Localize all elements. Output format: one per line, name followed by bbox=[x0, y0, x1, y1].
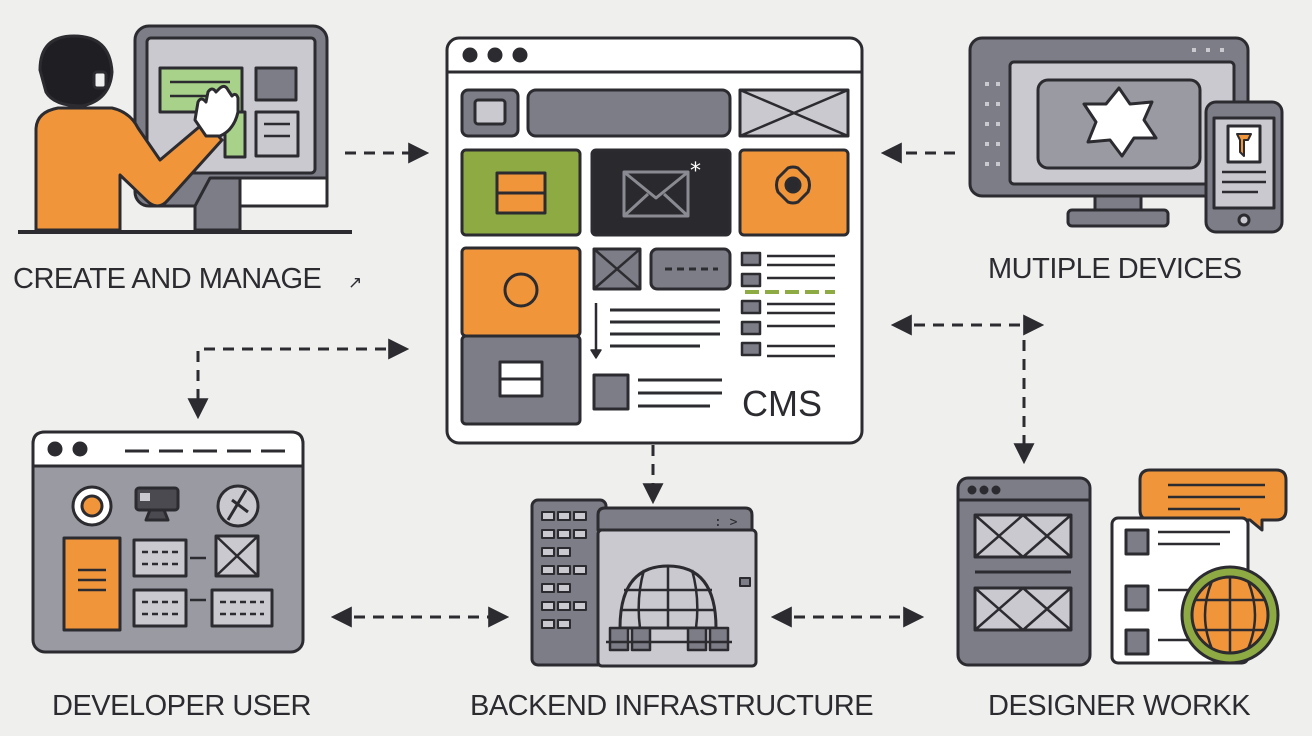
label-developer-user: DEVELOPER USER bbox=[52, 690, 311, 722]
server-globe-folder-icon: : > bbox=[530, 498, 758, 668]
cursor-glyph-icon: ↗ bbox=[348, 273, 362, 293]
cms-label: CMS bbox=[742, 383, 822, 424]
arrow-cms-developer bbox=[187, 338, 410, 420]
connectors bbox=[187, 142, 1045, 628]
cms-browser-window-icon: * bbox=[445, 36, 864, 445]
monitor-and-phone-icon bbox=[968, 36, 1284, 234]
label-designer-work: DESIGNER WORKK bbox=[988, 690, 1251, 722]
label-create-manage: CREATE AND MANAGE bbox=[13, 263, 322, 295]
svg-text:*: * bbox=[690, 159, 701, 184]
design-documents-globe-icon bbox=[956, 468, 1288, 667]
label-backend-infrastructure: BACKEND INFRASTRUCTURE bbox=[470, 690, 873, 722]
label-multiple-devices: MUTIPLE DEVICES bbox=[988, 253, 1242, 285]
svg-text:: >: : > bbox=[714, 515, 738, 530]
developer-browser-window-icon bbox=[31, 430, 305, 654]
person-at-monitor-icon bbox=[18, 24, 352, 234]
